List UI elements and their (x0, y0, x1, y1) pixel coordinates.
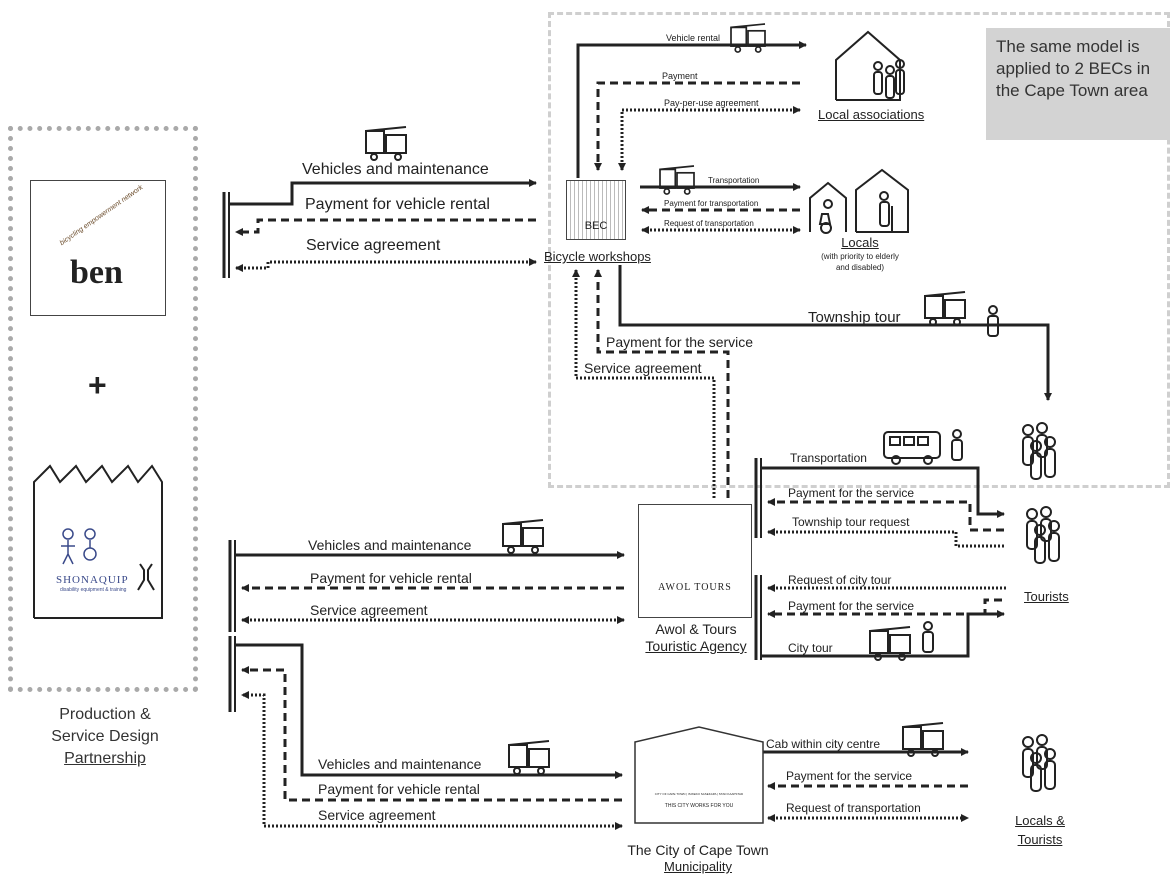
ben-logo-box (30, 180, 166, 316)
flow-label-vehicles-maintenance: Vehicles and maintenance (302, 161, 489, 178)
awol-caption2: Touristic Agency (645, 638, 747, 654)
bec-box (566, 180, 626, 240)
shonaquip-subtitle: disability equipment & training (60, 587, 127, 593)
driver-icon (987, 305, 999, 337)
tuktuk-icon (365, 126, 407, 161)
city-logo-shape (634, 726, 764, 824)
tuktuk-icon (924, 291, 966, 326)
bec-label-transportation: Transportation (708, 176, 760, 185)
local-associations-house-icon (835, 30, 905, 101)
note-box: The same model is applied to 2 BECs in t… (986, 28, 1170, 140)
city-flow-agreement: Service agreement (318, 807, 436, 823)
flow-label-payment-vehicle-rental: Payment for vehicle rental (305, 196, 490, 213)
plus-sign: + (88, 367, 107, 403)
bec-label-payment: Payment (662, 71, 698, 81)
city-caption1: The City of Cape Town (627, 842, 769, 858)
bec-label-request-transportation: Request of transportation (664, 219, 754, 228)
awol-label-payment-service-2: Payment for the service (788, 599, 915, 613)
tourists-label: Tourists (1024, 589, 1069, 604)
tuktuk-icon (508, 740, 550, 775)
partnership-caption-line3: Partnership (64, 750, 146, 767)
driver-icon (951, 429, 963, 461)
city-logo-slogan: THIS CITY WORKS FOR YOU (664, 803, 734, 809)
city-logo-small-text: CITY OF CAPE TOWN | ISIXEKO SASEKAPA | S… (654, 792, 744, 796)
partnership-caption-line1: Production & (59, 706, 151, 723)
awol-flow-agreement: Service agreement (310, 602, 428, 618)
tuktuk-icon (869, 626, 911, 661)
tuktuk-icon (502, 519, 544, 554)
locals-tourists-label2: Tourists (1017, 832, 1063, 847)
city-label-request-transport: Request of transportation (786, 801, 921, 815)
cape-town-bec-frame (548, 12, 1170, 488)
tuktuk-icon (730, 23, 766, 53)
tourists-group-icon (1026, 506, 1060, 564)
locals-tourists-group-icon (1022, 734, 1056, 792)
bec-label-payment-service: Payment for the service (606, 334, 754, 350)
partnership-caption-line2: Service Design (51, 728, 159, 745)
bec-caption: Bicycle workshops (544, 249, 651, 264)
awol-label-township-tour-request: Township tour request (792, 515, 910, 529)
bus-icon (883, 431, 941, 465)
bec-label-vehicle-rental: Vehicle rental (666, 33, 721, 43)
tuktuk-icon (659, 165, 695, 195)
driver-icon (922, 621, 934, 653)
shonaquip-logo-figures (61, 528, 97, 565)
awol-logo-text: AWOL TOURS (658, 582, 732, 593)
awol-label-payment-service: Payment for the service (788, 486, 915, 500)
shonaquip-name: SHONAQUIP (56, 574, 129, 586)
city-label-payment-service: Payment for the service (786, 769, 913, 783)
awol-flow-vehicles: Vehicles and maintenance (308, 537, 472, 553)
awol-logo-box (638, 504, 752, 618)
tourists-group-icon (1022, 422, 1056, 480)
city-caption2: Municipality (664, 859, 732, 874)
city-flow-payment: Payment for vehicle rental (318, 781, 480, 797)
city-label-cab: Cab within city centre (766, 737, 881, 751)
shonaquip-factory-icon (33, 464, 163, 619)
locals-houses-icon (809, 168, 909, 234)
awol-caption1: Awol & Tours (655, 621, 737, 637)
bec-label-pay-per-use: Pay-per-use agreement (664, 98, 759, 108)
bec-label-township-tour: Township tour (808, 309, 901, 326)
awol-label-request-city-tour: Request of city tour (788, 573, 892, 587)
locals-label: Locals (841, 235, 879, 250)
bec-inner-label: BEC (584, 220, 608, 232)
local-associations-label: Local associations (818, 107, 925, 122)
city-flow-vehicles: Vehicles and maintenance (318, 756, 482, 772)
bec-label-service-agreement: Service agreement (584, 360, 702, 376)
flow-label-service-agreement: Service agreement (306, 237, 441, 254)
locals-tourists-label1: Locals & (1015, 813, 1065, 828)
bec-label-payment-transportation: Payment for transportation (664, 199, 759, 208)
partnership-frame (8, 126, 198, 692)
locals-sub1: (with priority to elderly (821, 252, 899, 261)
awol-label-transportation: Transportation (790, 451, 867, 465)
locals-sub2: and disabled) (835, 263, 885, 272)
ben-logo-text: ben (70, 254, 123, 291)
awol-label-city-tour: City tour (788, 641, 833, 655)
tuktuk-icon (902, 722, 944, 757)
awol-flow-payment: Payment for vehicle rental (310, 570, 472, 586)
